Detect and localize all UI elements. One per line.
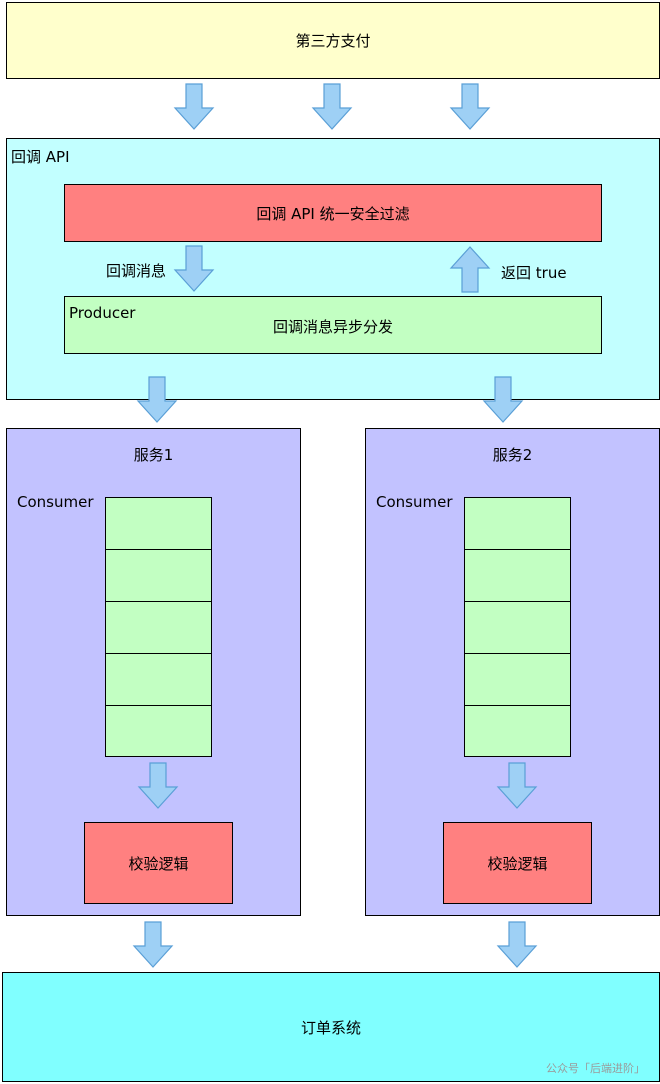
queue-slot: [105, 601, 212, 654]
order-system-box: 订单系统: [2, 972, 660, 1082]
down-arrow-icon: [173, 245, 215, 292]
producer-title: Producer: [69, 304, 136, 322]
service-2-consumer-label: Consumer: [376, 493, 453, 511]
service-1-check-box: 校验逻辑: [84, 822, 233, 904]
queue-slot: [464, 601, 571, 654]
producer-label: 回调消息异步分发: [272, 318, 393, 336]
third-party-payment-box: 第三方支付: [6, 2, 660, 79]
queue-slot: [464, 653, 571, 706]
watermark: 公众号「后端进阶」: [546, 1062, 645, 1075]
service-1-title: 服务1: [133, 446, 174, 464]
service-1-consumer-label: Consumer: [17, 493, 94, 511]
down-arrow-icon: [137, 762, 179, 809]
down-arrow-icon: [482, 376, 524, 423]
queue-slot: [105, 653, 212, 706]
down-arrow-icon: [132, 921, 174, 968]
order-system-label: 订单系统: [300, 1018, 361, 1037]
service-2-check-box: 校验逻辑: [443, 822, 592, 904]
queue-slot: [464, 705, 571, 757]
security-filter-box: 回调 API 统一安全过滤: [64, 184, 602, 242]
down-arrow-icon: [136, 376, 178, 423]
return-true-label: 返回 true: [501, 264, 567, 282]
callback-message-label: 回调消息: [106, 262, 167, 280]
service-1-check-label: 校验逻辑: [128, 854, 189, 873]
down-arrow-icon: [449, 83, 491, 130]
callback-api-container: [6, 138, 660, 400]
down-arrow-icon: [311, 83, 353, 130]
down-arrow-icon: [496, 921, 538, 968]
producer-box: [64, 296, 602, 354]
security-filter-label: 回调 API 统一安全过滤: [256, 204, 410, 223]
down-arrow-icon: [496, 762, 538, 809]
queue-slot: [105, 549, 212, 602]
queue-slot: [105, 497, 212, 550]
up-arrow-icon: [449, 246, 491, 293]
queue-slot: [464, 497, 571, 550]
service-2-title: 服务2: [492, 446, 533, 464]
third-party-payment-label: 第三方支付: [295, 32, 371, 50]
down-arrow-icon: [173, 83, 215, 130]
service-2-check-label: 校验逻辑: [487, 854, 548, 873]
queue-slot: [464, 549, 571, 602]
queue-slot: [105, 705, 212, 757]
callback-api-title: 回调 API: [11, 148, 70, 166]
